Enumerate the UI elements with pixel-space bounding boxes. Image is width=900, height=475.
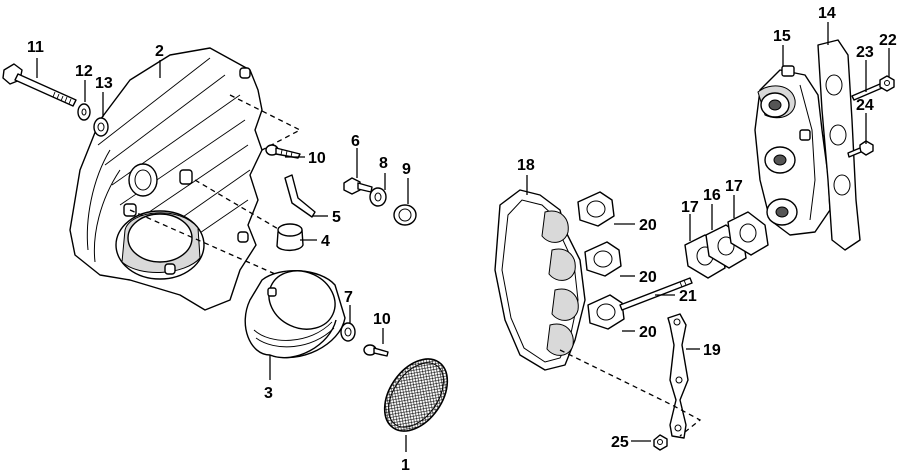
callout-12: 12 — [75, 63, 93, 80]
leader-lines — [36, 22, 890, 452]
callout-7: 7 — [344, 289, 353, 306]
intake-manifold — [754, 65, 831, 236]
callout-6: 6 — [351, 133, 360, 150]
nut — [369, 187, 387, 207]
bushing — [276, 223, 304, 252]
callout-10-lower: 10 — [373, 311, 391, 328]
callout-9: 9 — [402, 161, 411, 178]
alignment-line — [194, 179, 281, 231]
callout-17-left: 17 — [681, 199, 699, 216]
callout-25: 25 — [611, 434, 629, 451]
callout-16: 16 — [703, 187, 721, 204]
bracket-nut — [653, 434, 668, 451]
callout-8: 8 — [379, 155, 388, 172]
callout-1: 1 — [401, 457, 410, 474]
callout-4: 4 — [321, 233, 330, 250]
small-bolt — [343, 177, 373, 195]
callout-19: 19 — [703, 342, 721, 359]
lock-washer — [93, 117, 109, 137]
callout-14: 14 — [818, 5, 836, 22]
grommet — [393, 204, 417, 226]
callout-2: 2 — [155, 43, 164, 60]
gasket-lower — [587, 294, 625, 330]
callout-21: 21 — [679, 288, 697, 305]
sleeve-screw — [363, 344, 389, 357]
callout-17-right: 17 — [725, 178, 743, 195]
screw — [265, 144, 301, 159]
callout-5: 5 — [332, 209, 341, 226]
manifold-gasket — [817, 39, 861, 251]
callout-3: 3 — [264, 385, 273, 402]
intake-sleeve — [244, 270, 346, 359]
callout-11: 11 — [27, 39, 44, 56]
callout-22: 22 — [879, 32, 897, 49]
gasket-upper — [577, 191, 615, 227]
washer — [77, 103, 91, 121]
callout-23: 23 — [856, 44, 874, 61]
alignment-line — [129, 209, 301, 286]
bent-pin — [284, 174, 316, 218]
long-stud — [619, 277, 693, 311]
spacer-gasket-outer — [727, 211, 769, 256]
callout-24: 24 — [856, 97, 874, 114]
bracket-strip — [667, 313, 689, 439]
gasket-middle — [584, 241, 622, 277]
cover-housing — [69, 47, 263, 311]
long-bolt — [2, 63, 77, 107]
callout-20-upper: 20 — [639, 217, 657, 234]
callout-15: 15 — [773, 28, 791, 45]
screen-filter — [383, 358, 449, 432]
callout-13: 13 — [95, 75, 113, 92]
callout-10-upper: 10 — [308, 150, 326, 167]
sleeve-washer — [340, 322, 356, 342]
manifold-plate — [494, 189, 586, 371]
callout-20-lower: 20 — [639, 324, 657, 341]
callout-18: 18 — [517, 157, 535, 174]
manifold-nut — [879, 75, 895, 92]
callout-20-middle: 20 — [639, 269, 657, 286]
